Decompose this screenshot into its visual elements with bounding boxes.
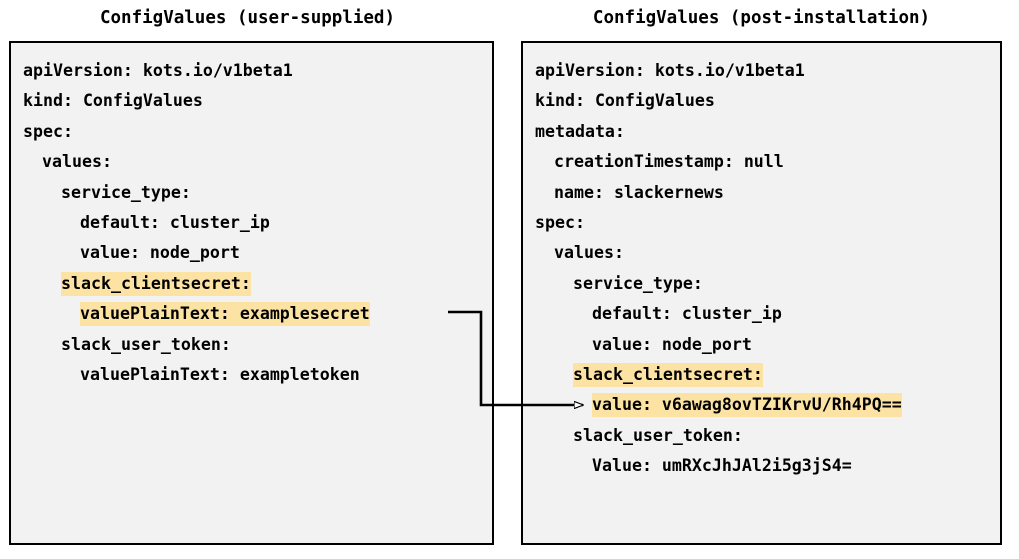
code-line: apiVersion: kots.io/v1beta1 <box>23 56 492 86</box>
panel-post-installation: ConfigValues (post-installation) apiVers… <box>521 0 1002 559</box>
code-line-text: valuePlainText: examplesecret <box>80 302 370 327</box>
code-line: value: node_port <box>23 238 492 268</box>
code-line: slack_clientsecret: <box>535 360 1000 390</box>
code-line: kind: ConfigValues <box>535 86 1000 116</box>
code-line-text: kind: ConfigValues <box>23 91 203 111</box>
code-line: slack_user_token: <box>23 330 492 360</box>
code-line-text: name: slackernews <box>554 182 724 202</box>
code-line: service_type: <box>23 178 492 208</box>
code-line: default: cluster_ip <box>23 208 492 238</box>
panel-user-supplied: ConfigValues (user-supplied) apiVersion:… <box>9 0 494 559</box>
code-line: slack_clientsecret: <box>23 269 492 299</box>
code-line-text: spec: <box>535 212 585 232</box>
code-line-text: creationTimestamp: null <box>554 152 784 172</box>
code-line: spec: <box>535 208 1000 238</box>
code-lines-post-installation: apiVersion: kots.io/v1beta1 kind: ConfigV… <box>535 56 1000 481</box>
code-lines-user-supplied: apiVersion: kots.io/v1beta1 kind: ConfigV… <box>23 56 492 390</box>
code-line-text: spec: <box>23 121 73 141</box>
code-line-text: Value: umRXcJhJAl2i5g3jS4= <box>592 456 852 476</box>
code-line-text: default: cluster_ip <box>592 304 782 324</box>
code-line-text: default: cluster_ip <box>80 212 270 232</box>
code-line: value: v6awag8ovTZIKrvU/Rh4PQ== <box>535 390 1000 420</box>
code-line: value: node_port <box>535 330 1000 360</box>
code-line-text: service_type: <box>61 182 191 202</box>
code-line: spec: <box>23 117 492 147</box>
code-line: kind: ConfigValues <box>23 86 492 116</box>
code-line-text: slack_user_token: <box>61 334 231 354</box>
code-line: metadata: <box>535 117 1000 147</box>
code-line-text: values: <box>554 243 624 263</box>
code-line: name: slackernews <box>535 178 1000 208</box>
code-line: Value: umRXcJhJAl2i5g3jS4= <box>535 451 1000 481</box>
panel-title-post-installation: ConfigValues (post-installation) <box>592 8 931 28</box>
code-line: service_type: <box>535 269 1000 299</box>
code-line-text: value: node_port <box>592 334 752 354</box>
code-line: creationTimestamp: null <box>535 147 1000 177</box>
code-line-text: value: v6awag8ovTZIKrvU/Rh4PQ== <box>592 393 902 418</box>
code-line-text: metadata: <box>535 121 625 141</box>
panel-title-user-supplied: ConfigValues (user-supplied) <box>99 8 395 28</box>
code-line-text: apiVersion: kots.io/v1beta1 <box>535 61 805 80</box>
code-line-text: valuePlainText: exampletoken <box>80 364 360 384</box>
code-line-text: slack_clientsecret: <box>61 271 251 296</box>
code-line-text: value: node_port <box>80 243 240 263</box>
code-line: default: cluster_ip <box>535 299 1000 329</box>
code-line-text: kind: ConfigValues <box>535 91 715 111</box>
code-line: values: <box>535 238 1000 268</box>
code-box-user-supplied: apiVersion: kots.io/v1beta1 kind: ConfigV… <box>9 41 494 545</box>
code-line: apiVersion: kots.io/v1beta1 <box>535 56 1000 86</box>
code-box-post-installation: apiVersion: kots.io/v1beta1 kind: ConfigV… <box>521 41 1002 545</box>
code-line: slack_user_token: <box>535 421 1000 451</box>
code-line: values: <box>23 147 492 177</box>
code-line-text: apiVersion: kots.io/v1beta1 <box>23 61 293 80</box>
code-line: valuePlainText: examplesecret <box>23 299 492 329</box>
code-line: valuePlainText: exampletoken <box>23 360 492 390</box>
code-line-text: slack_clientsecret: <box>573 362 763 387</box>
code-line-text: service_type: <box>573 273 703 293</box>
code-line-text: values: <box>42 152 112 172</box>
code-line-text: slack_user_token: <box>573 425 743 445</box>
